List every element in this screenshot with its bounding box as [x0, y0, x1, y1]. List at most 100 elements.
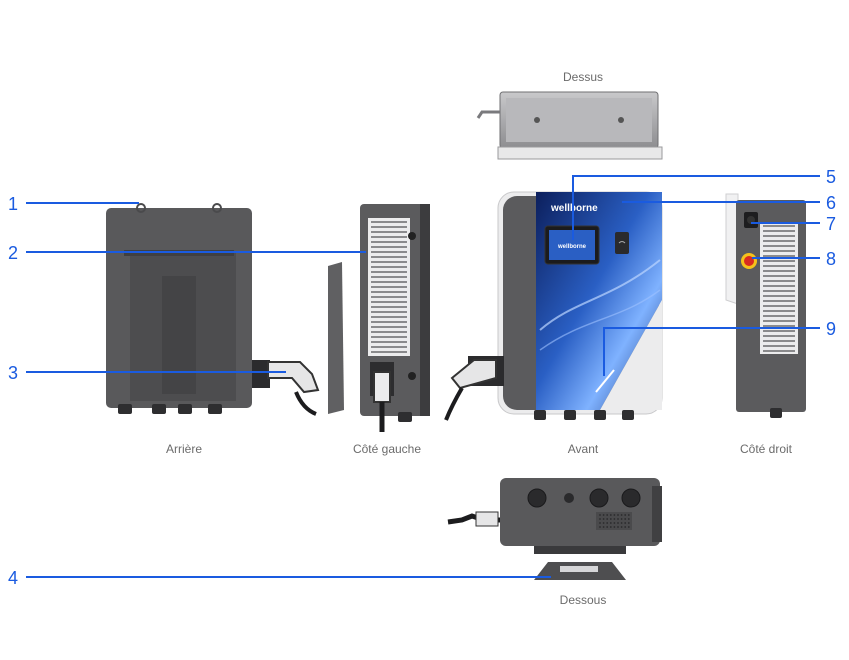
- front-connector: [450, 359, 497, 390]
- rear-mount-slot: [162, 276, 196, 394]
- vent-slat: [371, 336, 407, 338]
- grille-dot: [606, 526, 609, 528]
- vent-slat: [763, 260, 795, 262]
- left-wall-bracket: [328, 262, 344, 414]
- grille-dot: [627, 522, 630, 524]
- bottom-gland-3: [589, 488, 609, 508]
- vent-slat: [763, 270, 795, 272]
- callout-number-2: 2: [8, 243, 18, 263]
- emergency-stop-button[interactable]: [744, 256, 754, 266]
- front-view: wellborne wellborne Avant: [444, 191, 663, 456]
- bottom-plinth: [534, 546, 626, 554]
- grille-dot: [613, 522, 616, 524]
- rear-connector: [267, 361, 320, 394]
- callout-number-9: 9: [826, 319, 836, 339]
- rear-gland-4: [208, 404, 222, 414]
- grille-dot: [620, 514, 623, 516]
- vent-slat: [763, 330, 795, 332]
- grille-dot: [627, 514, 630, 516]
- front-screen-logo: wellborne: [557, 244, 587, 250]
- grille-dot: [624, 514, 627, 516]
- vent-slat: [763, 320, 795, 322]
- vent-slat: [763, 295, 795, 297]
- rear-view-label: Arrière: [166, 442, 202, 456]
- left-connector: [373, 371, 391, 403]
- grille-dot: [624, 526, 627, 528]
- vent-slat: [371, 321, 407, 323]
- front-view-label: Avant: [568, 442, 599, 456]
- grille-dot: [599, 518, 601, 520]
- vent-slat: [371, 236, 407, 238]
- callout-number-8: 8: [826, 249, 836, 269]
- grille-dot: [599, 514, 601, 516]
- vent-slat: [371, 301, 407, 303]
- grille-dot: [617, 514, 619, 516]
- grille-dot: [627, 526, 630, 528]
- vent-slat: [763, 230, 795, 232]
- grille-dot: [609, 522, 612, 524]
- top-panel: [506, 98, 652, 142]
- grille-dot: [609, 514, 612, 516]
- vent-slat: [763, 310, 795, 312]
- top-view-label: Dessus: [563, 70, 603, 84]
- vent-slat: [371, 241, 407, 243]
- grille-dot: [606, 514, 609, 516]
- callout-number-5: 5: [826, 167, 836, 187]
- vent-slat: [371, 311, 407, 313]
- vent-slat: [371, 226, 407, 228]
- vent-slat: [371, 251, 407, 253]
- rear-cable: [294, 391, 317, 416]
- grille-dot: [609, 526, 612, 528]
- vent-slat: [763, 285, 795, 287]
- front-foot-2: [564, 410, 576, 420]
- front-foot-4: [622, 410, 634, 420]
- bottom-edge: [652, 486, 662, 542]
- right-foot: [770, 408, 782, 418]
- grille-dot: [620, 518, 623, 520]
- rear-hook-left: [136, 203, 146, 213]
- vent-slat: [763, 335, 795, 337]
- left-vent-slats: [371, 221, 407, 353]
- grille-dot: [624, 518, 627, 520]
- bottom-speaker-grille: [596, 512, 632, 530]
- left-view-label: Côté gauche: [353, 442, 421, 456]
- left-screw-bottom: [408, 372, 416, 380]
- vent-slat: [763, 250, 795, 252]
- vent-slat: [763, 305, 795, 307]
- vent-slat: [371, 221, 407, 223]
- vent-slat: [371, 276, 407, 278]
- front-brand-logo: wellborne: [550, 203, 598, 214]
- vent-slat: [763, 325, 795, 327]
- vent-slat: [371, 331, 407, 333]
- grille-dot: [602, 522, 605, 524]
- vent-slat: [763, 280, 795, 282]
- callout-number-7: 7: [826, 214, 836, 234]
- vent-slat: [763, 275, 795, 277]
- grille-dot: [613, 526, 616, 528]
- vent-slat: [371, 326, 407, 328]
- grille-dot: [606, 522, 609, 524]
- grille-dot: [602, 514, 605, 516]
- grille-dot: [617, 522, 619, 524]
- vent-slat: [763, 290, 795, 292]
- grille-dot: [599, 526, 601, 528]
- bottom-housing: [500, 478, 660, 546]
- front-swirl-2: [539, 289, 661, 351]
- vent-slat: [371, 286, 407, 288]
- bottom-view-label: Dessous: [560, 593, 607, 607]
- callout-lines: [26, 175, 820, 578]
- grille-dot: [613, 518, 616, 520]
- rear-hook-right: [212, 203, 222, 213]
- front-rfid-reader[interactable]: [615, 232, 629, 254]
- grille-dot: [617, 518, 619, 520]
- rear-holster: [252, 360, 270, 388]
- vent-slat: [763, 265, 795, 267]
- front-cable: [444, 386, 464, 421]
- vent-slat: [371, 351, 407, 353]
- callout-numbers: 1 2 3 4 5 6 7 8 9: [8, 167, 836, 588]
- vent-slat: [371, 231, 407, 233]
- vent-slat: [763, 240, 795, 242]
- callout-number-4: 4: [8, 568, 18, 588]
- grille-dot: [617, 526, 619, 528]
